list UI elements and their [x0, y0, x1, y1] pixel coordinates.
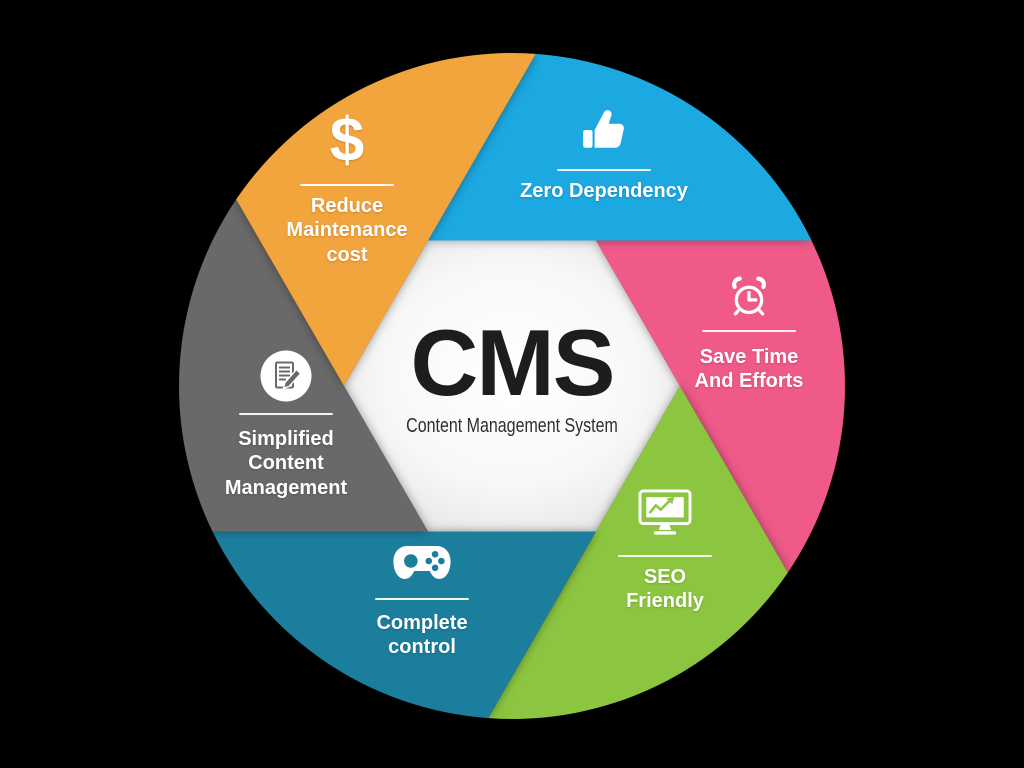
segment-reduce-maintenance-cost [236, 53, 536, 386]
cms-subtitle: Content Management System [406, 415, 618, 437]
center-content: CMS Content Management System [312, 316, 712, 438]
center-hexagon [344, 240, 680, 532]
segment-save-time-and-efforts [596, 240, 845, 573]
segment-complete-control [212, 531, 596, 719]
segment-seo-friendly [488, 386, 788, 719]
cms-title: CMS [410, 310, 616, 415]
